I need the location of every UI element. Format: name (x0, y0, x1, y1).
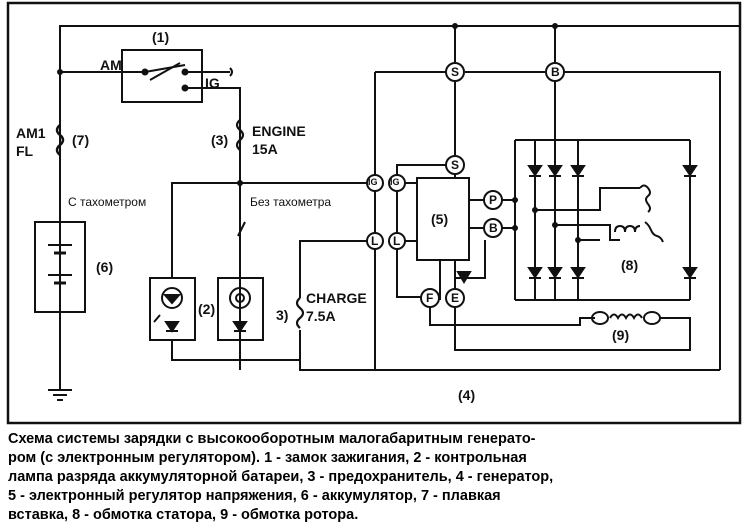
label-regulator-5: (5) (431, 211, 449, 227)
terminal-ig-1-label: IG (368, 177, 378, 187)
label-charge: CHARGE (306, 290, 367, 306)
fuse-engine (235, 119, 245, 151)
label-ig: IG (205, 75, 220, 91)
caption-line-1: Схема системы зарядки с высокооборотным … (8, 431, 536, 447)
label-engine-rating: 15A (252, 141, 278, 157)
terminal-p (483, 190, 503, 210)
rotor-brush-2 (643, 311, 661, 325)
label-component-1: (1) (152, 29, 170, 45)
rotor-coil (609, 313, 643, 321)
label-fuse-3-charge: 3) (276, 307, 289, 323)
terminal-ig-2-label: IG (390, 177, 400, 187)
terminal-l-1-label: L (371, 234, 379, 248)
label-stator-8: (8) (621, 257, 639, 273)
terminal-e (445, 288, 465, 308)
terminal-f (420, 288, 440, 308)
label-generator-4: (4) (458, 387, 476, 403)
terminal-e-label: E (451, 291, 460, 305)
label-lamp-2: (2) (198, 301, 216, 317)
figure-caption: Схема системы зарядки с высокооборотным … (8, 430, 742, 525)
label-without-tachometer: Без тахометра (250, 195, 332, 209)
stator-coil-2 (614, 224, 641, 233)
wire-ig (185, 87, 241, 370)
label-engine: ENGINE (252, 123, 306, 139)
caption-line-3: лампа разряда аккумуляторной батареи, 3 … (8, 469, 554, 485)
rotor-brush-1 (591, 311, 609, 325)
label-rotor-9: (9) (612, 327, 630, 343)
terminal-b-top-label: B (551, 65, 560, 79)
label-am1: AM1 (16, 125, 46, 141)
ignition-switch-box (121, 49, 203, 103)
terminal-s-reg-label: S (451, 158, 460, 172)
diagram-frame (6, 1, 742, 425)
terminal-p-label: P (489, 193, 498, 207)
terminal-s-top (445, 62, 465, 82)
regulator-box (416, 177, 470, 261)
fusible-link-7 (55, 124, 65, 156)
terminal-f-label: F (426, 291, 434, 305)
terminal-s-reg (445, 155, 465, 175)
wire-main-left (59, 25, 740, 390)
terminal-b-reg (483, 218, 503, 238)
terminal-s-top-label: S (451, 65, 460, 79)
terminal-l-2-label: L (393, 234, 401, 248)
terminal-b-reg-label: B (489, 221, 498, 235)
fuse-charge (295, 297, 305, 329)
caption-line-4: 5 - электронный регулятор напряжения, 6 … (8, 488, 501, 504)
label-fl: FL (16, 143, 34, 159)
label-with-tachometer: С тахометром (68, 195, 147, 209)
label-charge-rating: 7.5A (306, 308, 336, 324)
label-battery-6: (6) (96, 259, 114, 275)
label-fuse-7: (7) (72, 132, 90, 148)
terminal-b-top (545, 62, 565, 82)
battery-box (34, 221, 86, 313)
label-am: AM (100, 57, 122, 73)
caption-line-5: вставка, 8 - обмотка статора, 9 - обмотк… (8, 507, 359, 523)
stator-coil-1 (639, 184, 651, 213)
caption-line-2: ром (с электронным регулятором). 1 - зам… (8, 450, 527, 466)
label-fuse-3-engine: (3) (211, 132, 229, 148)
stator-coil-3 (644, 221, 664, 243)
